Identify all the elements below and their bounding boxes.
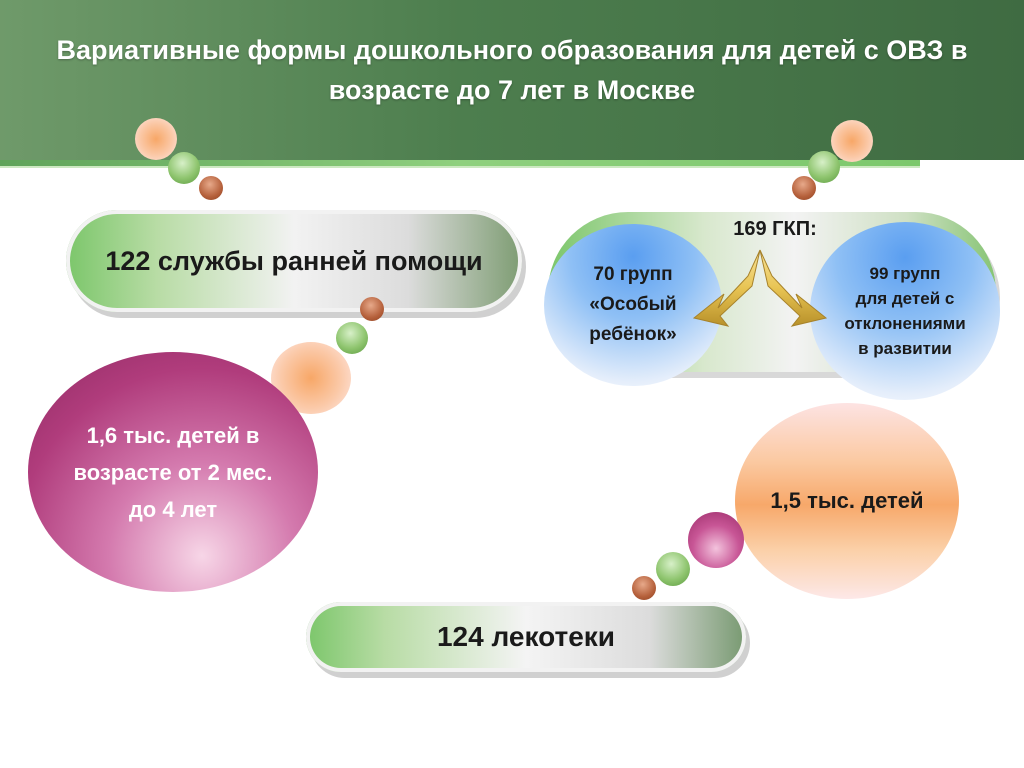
- decor-dot-brown: [360, 297, 384, 321]
- node-gkp-developmental: 99 групп для детей с отклонениями в разв…: [810, 222, 1000, 400]
- decor-dot-peach: [831, 120, 873, 162]
- gkp-right-line-3: отклонениями: [844, 314, 966, 333]
- decor-dot-green: [656, 552, 690, 586]
- slide-title: Вариативные формы дошкольного образовани…: [56, 35, 968, 105]
- node-gkp-label: 169 ГКП:: [733, 218, 817, 240]
- arrow-right-icon: [759, 249, 828, 327]
- children-line-2: возрасте от 2 мес.: [73, 459, 273, 485]
- decor-dot-brown: [199, 176, 223, 200]
- decor-dot-brown: [632, 576, 656, 600]
- node-lekoteki: 124 лекотеки: [306, 602, 746, 672]
- node-lekoteki-children: 1,5 тыс. детей: [735, 403, 959, 599]
- split-arrows-icon: [692, 249, 828, 327]
- lekoteki-children-label: 1,5 тыс. детей: [770, 488, 924, 513]
- decor-dot-peach: [135, 118, 177, 160]
- header-divider: [0, 160, 920, 166]
- decor-dot-green: [168, 152, 200, 184]
- node-gkp-special-child: 70 групп «Особый ребёнок»: [544, 224, 722, 386]
- children-line-3: до 4 лет: [128, 496, 218, 522]
- decor-dot-brown: [792, 176, 816, 200]
- header-divider-light: [0, 166, 920, 168]
- node-early-help-children: 1,6 тыс. детей в возрасте от 2 мес. до 4…: [28, 352, 318, 592]
- gkp-left-line-1: 70 групп: [593, 264, 673, 285]
- arrow-left-icon: [692, 249, 761, 327]
- node-lekoteki-label: 124 лекотеки: [436, 621, 616, 652]
- gkp-left-line-3: ребёнок»: [589, 324, 677, 345]
- children-line-1: 1,6 тыс. детей в: [86, 422, 260, 448]
- gkp-right-line-1: 99 групп: [869, 264, 941, 283]
- gkp-left-line-2: «Особый: [589, 294, 677, 315]
- decor-dot-green: [808, 151, 840, 183]
- gkp-right-line-4: в развитии: [858, 339, 952, 358]
- gkp-right-line-2: для детей с: [855, 289, 955, 308]
- node-early-help-label: 122 службы ранней помощи: [105, 245, 483, 276]
- decor-dot-green: [336, 322, 368, 354]
- node-early-help: 122 службы ранней помощи: [66, 210, 522, 312]
- decor-dot-magenta: [688, 512, 744, 568]
